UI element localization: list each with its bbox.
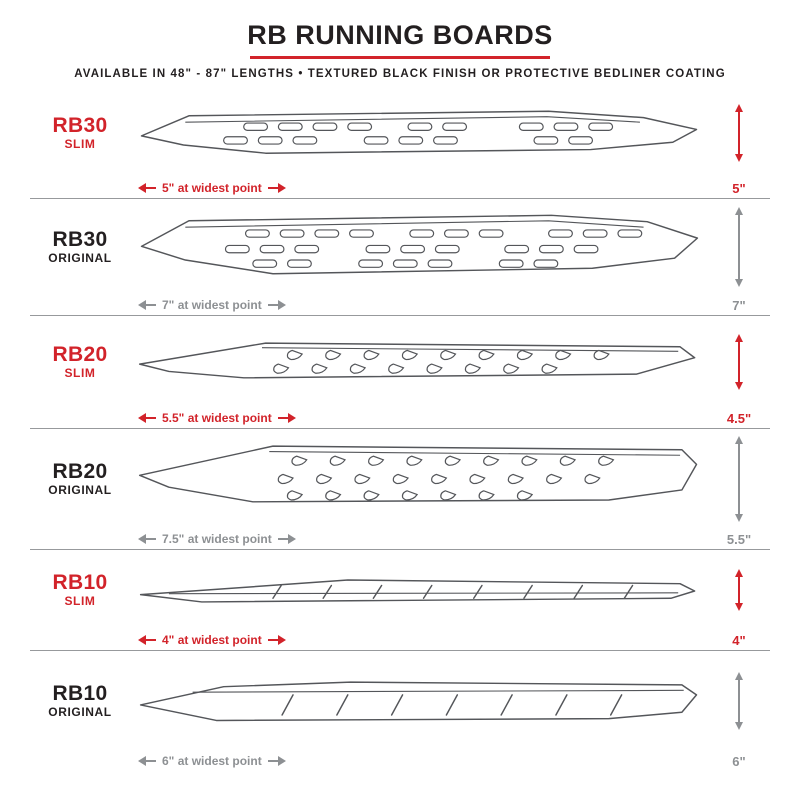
model-label: RB10 xyxy=(52,570,108,594)
width-annotation-text: 7.5" at widest point xyxy=(162,532,272,546)
rb10-slim-board-drawing xyxy=(130,570,708,610)
width-annotation: 7" at widest point xyxy=(130,298,708,312)
variant-label: SLIM xyxy=(64,137,96,152)
rb20-slim-board-drawing xyxy=(130,334,708,391)
board-label: RB10 SLIM xyxy=(30,570,130,609)
width-arrow-left-icon xyxy=(138,756,156,766)
height-annotation: 5.5" xyxy=(726,531,752,547)
height-annotation: 7" xyxy=(732,297,746,313)
board-row-rb10-slim: RB10 SLIM 4" at widest point 4" xyxy=(30,549,770,650)
model-label: RB20 xyxy=(52,459,108,483)
width-annotation-text: 4" at widest point xyxy=(162,633,262,647)
board-row-rb20-original: RB20 ORIGINAL 7.5" at widest point xyxy=(30,428,770,549)
height-arrow-icon xyxy=(735,104,743,162)
model-label: RB30 xyxy=(52,113,108,137)
width-arrow-left-icon xyxy=(138,534,156,544)
board-label: RB20 SLIM xyxy=(30,342,130,381)
width-annotation: 6" at widest point xyxy=(130,754,708,768)
rb10-original-board-drawing xyxy=(130,673,708,730)
width-annotation: 5" at widest point xyxy=(130,181,708,195)
board-row-rb20-slim: RB20 SLIM 5.5" at widest point 4.5" xyxy=(30,315,770,428)
width-arrow-right-icon xyxy=(267,183,286,193)
height-annotation: 4" xyxy=(732,632,746,648)
width-arrow-left-icon xyxy=(138,183,156,193)
page-header: RB RUNNING BOARDS AVAILABLE IN 48" - 87"… xyxy=(0,0,800,80)
height-arrow-icon xyxy=(735,569,743,611)
width-arrow-right-icon xyxy=(267,300,286,310)
variant-label: ORIGINAL xyxy=(48,483,112,498)
height-arrow-icon xyxy=(735,334,743,390)
board-label: RB30 SLIM xyxy=(30,113,130,152)
model-label: RB30 xyxy=(52,227,108,251)
title-underline xyxy=(250,56,550,59)
model-label: RB20 xyxy=(52,342,108,366)
board-label: RB10 ORIGINAL xyxy=(30,681,130,720)
width-arrow-right-icon xyxy=(267,756,286,766)
height-arrow-icon xyxy=(735,436,743,522)
width-annotation-text: 5" at widest point xyxy=(162,181,262,195)
rb30-original-board-drawing xyxy=(130,208,708,287)
board-comparison-list: RB30 SLIM xyxy=(0,88,800,771)
variant-label: SLIM xyxy=(64,594,96,609)
width-arrow-left-icon xyxy=(138,300,156,310)
width-annotation: 5.5" at widest point xyxy=(130,411,708,425)
width-annotation-text: 7" at widest point xyxy=(162,298,262,312)
width-arrow-right-icon xyxy=(267,635,286,645)
width-annotation: 7.5" at widest point xyxy=(130,532,708,546)
variant-label: ORIGINAL xyxy=(48,251,112,266)
width-arrow-left-icon xyxy=(138,413,156,423)
variant-label: SLIM xyxy=(64,366,96,381)
width-annotation-text: 6" at widest point xyxy=(162,754,262,768)
board-row-rb10-original: RB10 ORIGINAL 6" at widest point 6" xyxy=(30,650,770,771)
width-annotation-text: 5.5" at widest point xyxy=(162,411,272,425)
height-arrow-icon xyxy=(735,207,743,287)
page-subtitle: AVAILABLE IN 48" - 87" LENGTHS • TEXTURE… xyxy=(74,68,726,80)
variant-label: ORIGINAL xyxy=(48,705,112,720)
board-row-rb30-original: RB30 ORIGINAL xyxy=(30,198,770,315)
width-arrow-right-icon xyxy=(277,413,296,423)
rb20-original-board-drawing xyxy=(130,437,708,521)
height-annotation: 5" xyxy=(732,180,746,196)
page-title: RB RUNNING BOARDS xyxy=(247,20,553,50)
board-label: RB20 ORIGINAL xyxy=(30,459,130,498)
board-label: RB30 ORIGINAL xyxy=(30,227,130,266)
width-arrow-left-icon xyxy=(138,635,156,645)
board-row-rb30-slim: RB30 SLIM xyxy=(30,88,770,198)
width-annotation: 4" at widest point xyxy=(130,633,708,647)
width-arrow-right-icon xyxy=(277,534,296,544)
height-annotation: 4.5" xyxy=(726,410,752,426)
rb30-slim-board-drawing xyxy=(130,103,708,163)
height-annotation: 6" xyxy=(732,753,746,769)
height-arrow-icon xyxy=(735,672,743,730)
model-label: RB10 xyxy=(52,681,108,705)
